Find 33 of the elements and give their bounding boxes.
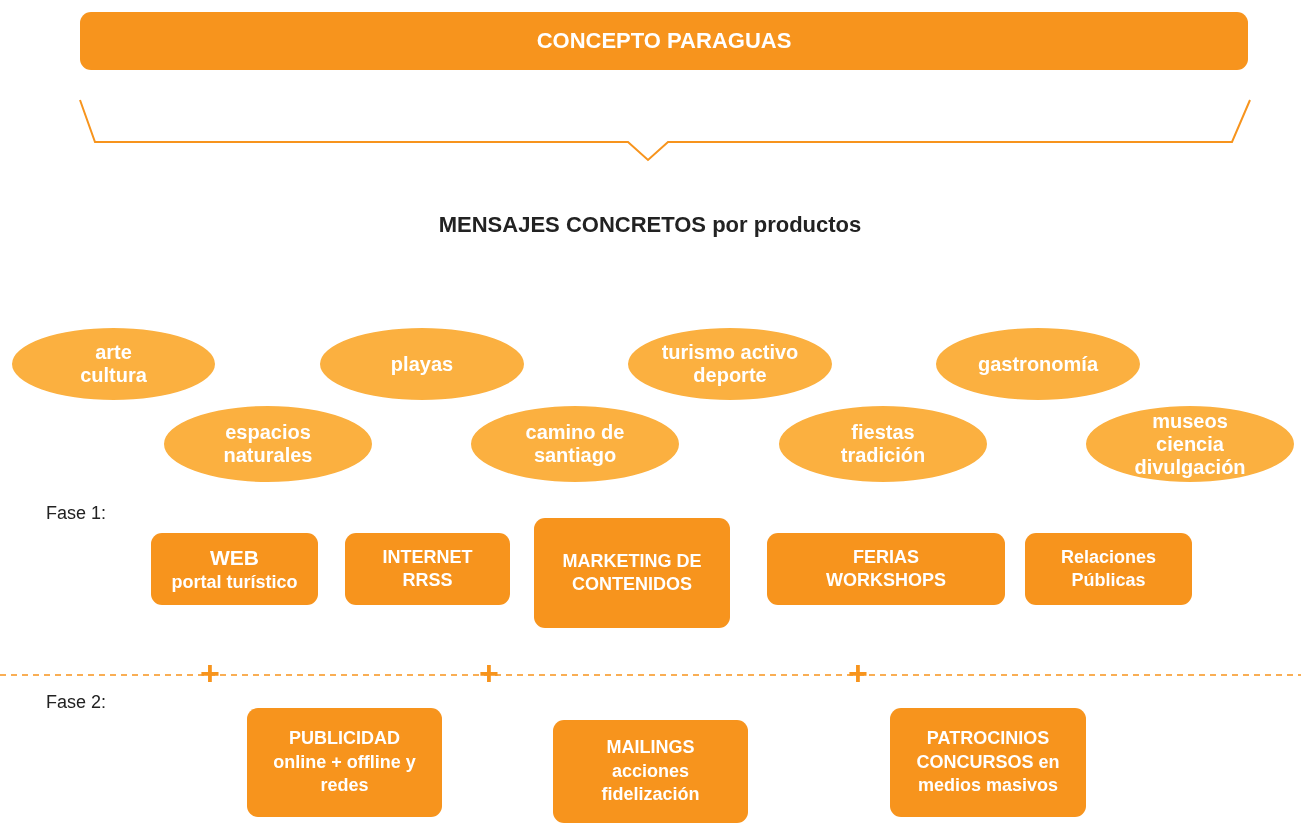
product-label: arte cultura — [79, 341, 148, 387]
channel-box — [247, 708, 442, 817]
product-label: fiestas tradición — [839, 421, 927, 467]
channel-box — [553, 720, 748, 823]
box-text: Relaciones Públicas — [1059, 545, 1157, 592]
product-label: museos ciencia divulgación — [1133, 409, 1247, 479]
box-text: INTERNET RRSS — [381, 545, 474, 592]
box-text: CONCEPTO PARAGUAS — [536, 26, 792, 55]
plus-sign: + — [848, 656, 868, 690]
phase-label: Fase 1: — [46, 503, 107, 524]
plus-sign: + — [200, 656, 220, 690]
channel-box — [345, 533, 510, 605]
box-text: MAILINGS acciones fidelización — [600, 736, 701, 807]
product-label: playas — [390, 352, 454, 376]
channel-box — [890, 708, 1086, 817]
product-label: espacios naturales — [222, 421, 314, 467]
box-text: PATROCINIOS CONCURSOS en medios masivos — [915, 727, 1061, 798]
channel-box — [1025, 533, 1192, 605]
title-banner — [80, 12, 1248, 70]
product-label: turismo activo deporte — [660, 341, 800, 387]
box-text: FERIAS WORKSHOPS — [825, 545, 947, 592]
channel-box — [534, 518, 730, 628]
plus-sign: + — [479, 656, 499, 690]
box-heading: WEB — [210, 544, 259, 571]
product-label: gastronomía — [978, 352, 1098, 376]
box-text: portal turístico — [171, 570, 298, 594]
box-text: PUBLICIDAD online + offline y redes — [272, 727, 417, 798]
box-text: MARKETING DE CONTENIDOS — [561, 549, 703, 596]
section-heading: MENSAJES CONCRETOS por productos — [438, 212, 862, 238]
channel-box — [767, 533, 1005, 605]
channel-box — [151, 533, 318, 605]
phase-label: Fase 2: — [46, 692, 107, 713]
product-label: camino de santiago — [524, 421, 626, 467]
